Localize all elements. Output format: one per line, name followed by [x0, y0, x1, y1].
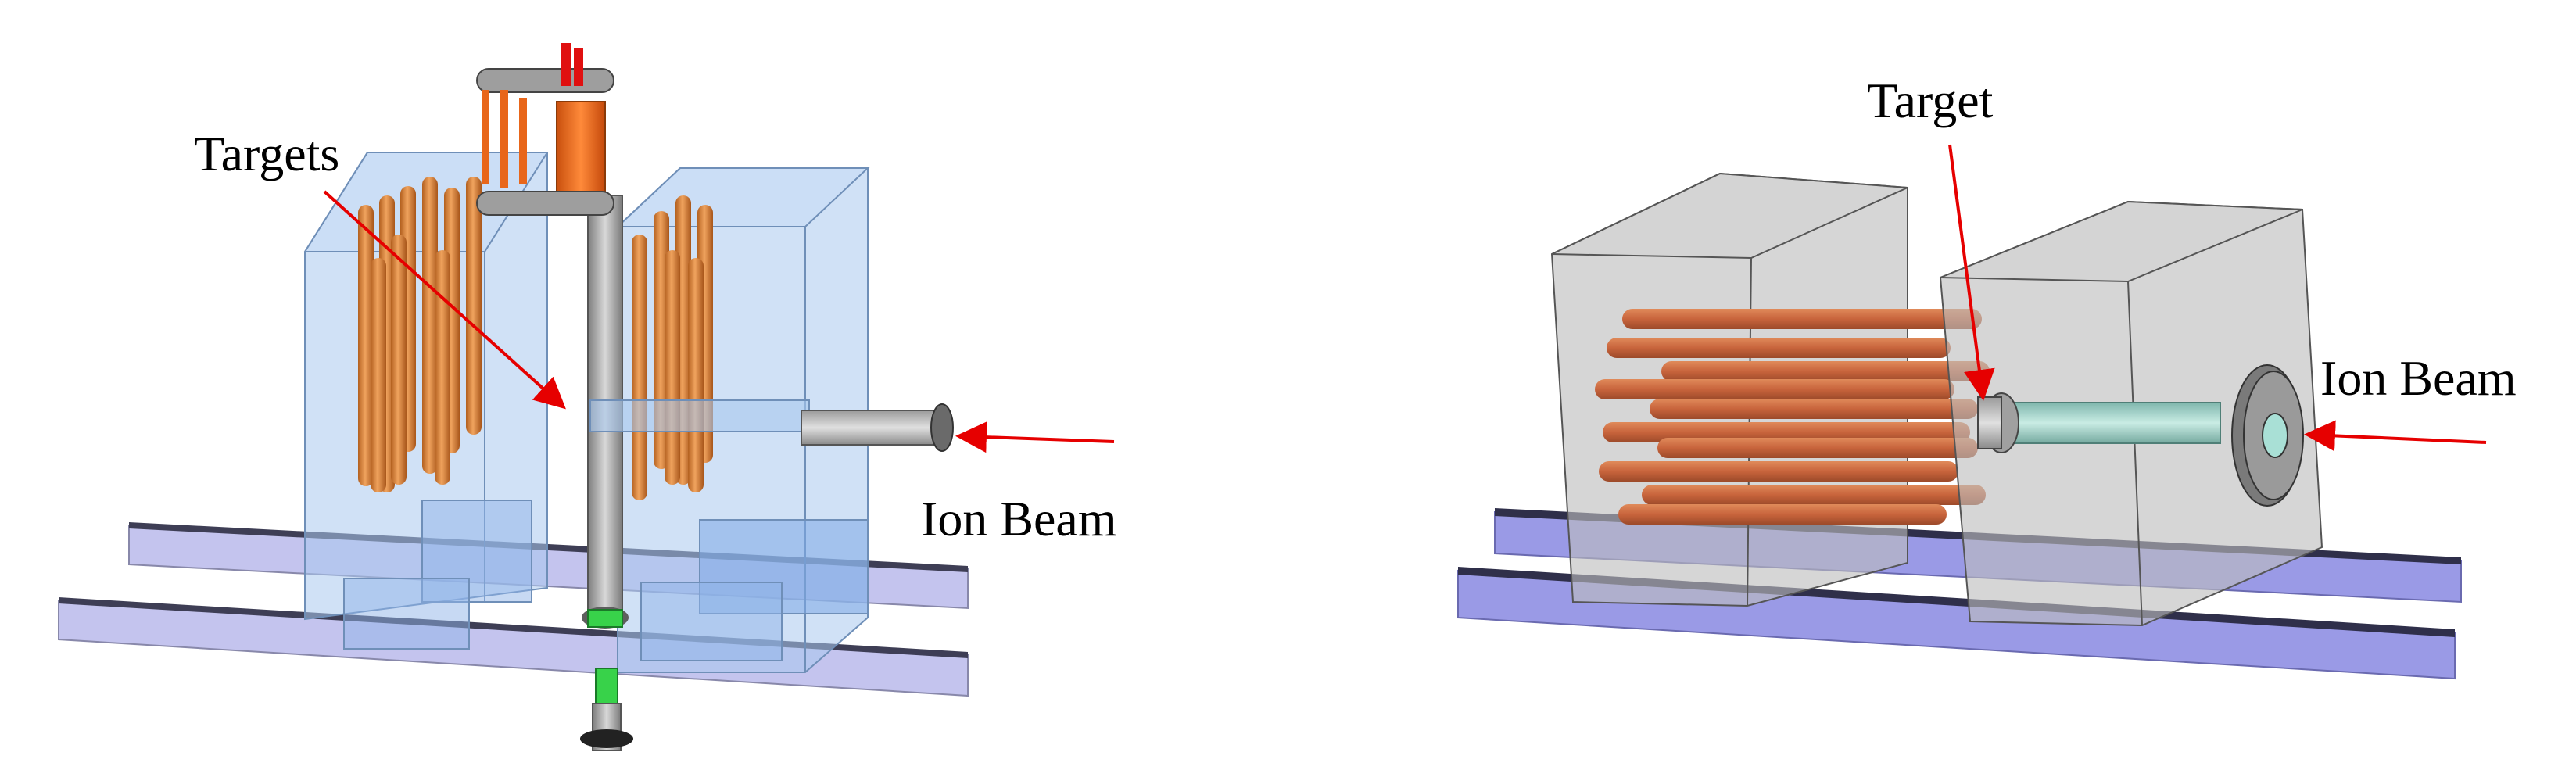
right-target-rods: [1595, 309, 1990, 525]
left-ion-beam-label: Ion Beam: [921, 491, 1117, 546]
right-ion-beam-label: Ion Beam: [2320, 350, 2517, 406]
left-beam-pipe: [589, 399, 954, 452]
left-ion-beam-arrow: [955, 421, 1115, 453]
left-targets-label: Targets: [194, 126, 339, 181]
right-target-arrow: [1948, 144, 1995, 401]
right-target-label: Target: [1867, 73, 1994, 128]
left-panel: Targets Ion Beam: [58, 43, 1117, 751]
right-ion-beam-arrow: [2304, 420, 2487, 452]
right-panel: Target Ion Beam: [1457, 73, 2517, 680]
left-targets-arrow: [323, 190, 566, 410]
left-target-rods-a: [358, 177, 482, 492]
left-top-assembly: [476, 43, 614, 216]
